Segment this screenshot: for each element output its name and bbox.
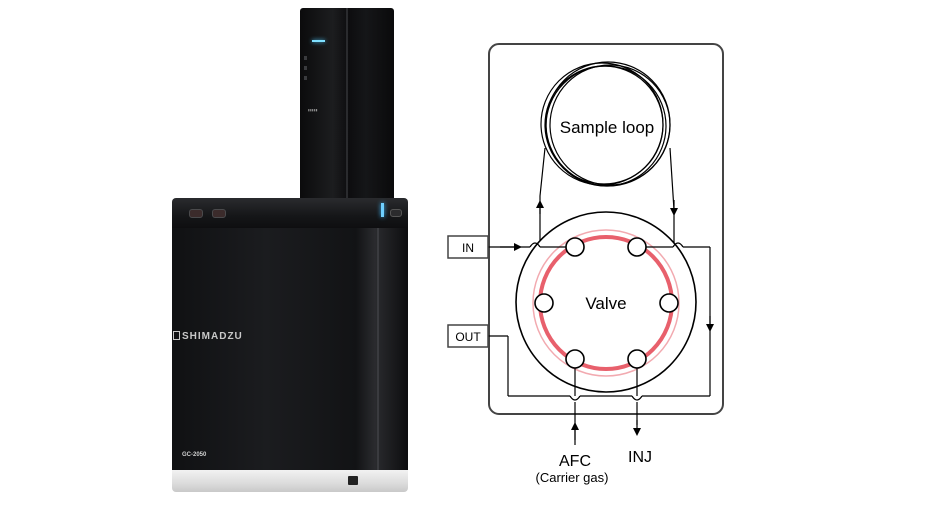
afc-sub-label: (Carrier gas): [536, 470, 609, 485]
afc-label: AFC: [559, 453, 591, 470]
front-button-icon: [212, 209, 226, 218]
valve-port: [565, 349, 585, 369]
power-switch-icon: [348, 476, 358, 485]
brand-logo-icon: [173, 331, 180, 340]
out-label: OUT: [455, 330, 481, 344]
front-button-icon: [189, 209, 203, 218]
sample-loop-coil: [540, 61, 671, 187]
valve-port: [627, 237, 647, 257]
module-logo-icon: ▮▮▮▮▮: [308, 108, 318, 112]
valve-ports: [534, 237, 679, 369]
status-led-icon: [312, 40, 325, 42]
valve-port: [659, 293, 679, 313]
valve-port: [565, 237, 585, 257]
auxiliary-module: ▮▮▮▮▮: [300, 8, 394, 203]
instrument-body: SHIMADZU GC-2050: [172, 228, 408, 473]
in-label: IN: [462, 241, 474, 255]
valve-label: Valve: [585, 294, 626, 313]
instrument-top-housing: [172, 198, 408, 228]
in-label-box: [447, 235, 489, 259]
instrument-model: GC-2050: [182, 452, 207, 458]
instrument-base: [172, 470, 408, 492]
inj-label: INJ: [628, 449, 652, 466]
instrument-brand: SHIMADZU: [182, 331, 243, 342]
side-button-icon: [390, 209, 402, 217]
out-label-box: [447, 324, 489, 348]
valve-port: [534, 293, 554, 313]
indicator-light-icon: [381, 203, 384, 217]
sample-loop-label: Sample loop: [560, 118, 655, 137]
valve-flow-ring-outer: [532, 229, 680, 377]
valve-port: [627, 349, 647, 369]
